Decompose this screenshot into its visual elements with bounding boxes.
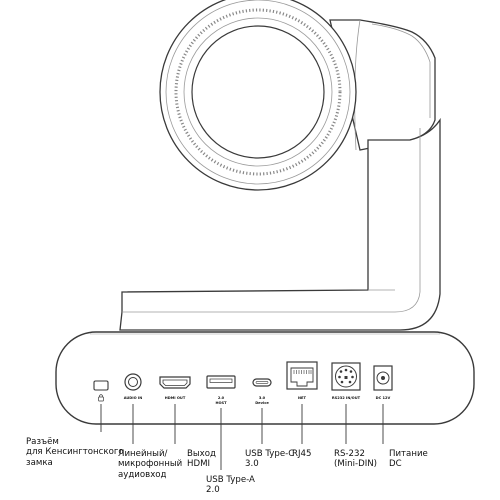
audio-jack-icon xyxy=(124,373,142,391)
audio-in-caption: AUDIO IN xyxy=(124,396,143,400)
usb-a-caption-2: HOST xyxy=(215,401,227,405)
usb-c-port[interactable]: 3.0 Device xyxy=(252,378,272,405)
callout-usb-c: USB Type-C 3.0 xyxy=(245,449,295,470)
usb-a-port-icon xyxy=(206,375,236,389)
callout-kensington: Разъём для Кенсингтонского замка xyxy=(26,437,124,468)
usb-c-port-icon xyxy=(252,378,272,387)
rs232-caption: RS232 IN/OUT xyxy=(332,396,361,400)
mini-din-port-icon xyxy=(331,362,361,391)
hdmi-port-icon xyxy=(159,376,191,389)
kensington-lock-slot[interactable] xyxy=(93,380,109,402)
dc-power-port[interactable]: DC 12V xyxy=(373,365,393,400)
camera-base xyxy=(55,331,475,425)
camera-yoke xyxy=(119,117,441,331)
callout-rj45: RJ45 xyxy=(292,449,312,459)
callout-usb-a: USB Type-A 2.0 xyxy=(206,475,255,496)
rj45-port[interactable]: NET xyxy=(286,361,318,400)
usb-a-caption-1: 2.0 xyxy=(218,396,225,400)
dc-caption: DC 12V xyxy=(376,396,391,400)
usb-c-caption-1: 3.0 xyxy=(259,396,266,400)
rs232-port[interactable]: RS232 IN/OUT xyxy=(331,362,361,400)
lock-slot-icon xyxy=(93,380,109,391)
hdmi-out-port[interactable]: HDMI OUT xyxy=(159,376,191,400)
rj45-port-icon xyxy=(286,361,318,390)
audio-in-port[interactable]: AUDIO IN xyxy=(124,373,143,400)
padlock-icon xyxy=(98,394,104,402)
net-caption: NET xyxy=(298,396,306,400)
callout-power: Питание DC xyxy=(389,449,428,470)
leader-lines xyxy=(100,404,384,470)
usb-c-caption-2: Device xyxy=(255,401,269,405)
camera-head xyxy=(159,0,436,191)
callout-rs232: RS-232 (Mini-DIN) xyxy=(334,449,378,470)
hdmi-out-caption: HDMI OUT xyxy=(165,396,186,400)
usb-a-port[interactable]: 2.0 HOST xyxy=(206,375,236,405)
callout-audio: Линейный/ микрофонный аудиовход xyxy=(118,449,183,480)
dc-jack-icon xyxy=(373,365,393,391)
callout-hdmi: Выход HDMI xyxy=(187,449,216,470)
